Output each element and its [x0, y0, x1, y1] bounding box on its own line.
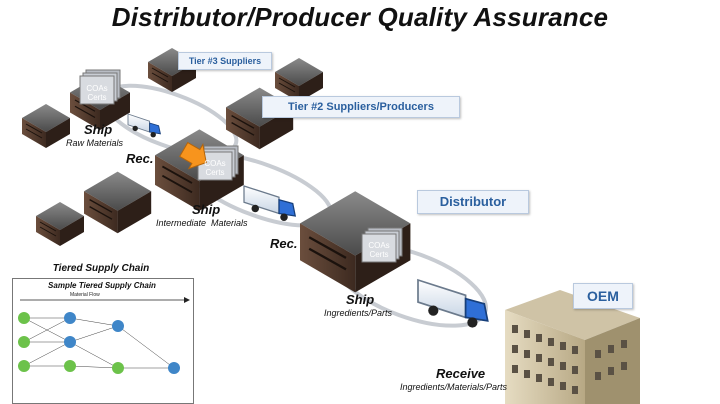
truck-2-icon: [243, 185, 297, 221]
label-ship-1: Ship: [84, 122, 113, 137]
coa-stack-distributor: [361, 227, 403, 263]
tag-oem: OEM: [573, 283, 633, 309]
inset-title: Tiered Supply Chain: [52, 263, 150, 274]
label-ship-2: Ship: [192, 202, 221, 217]
inset-node: [64, 360, 76, 372]
truck-1-icon: [127, 113, 161, 138]
tag-tier2: Tier #2 Suppliers/Producers: [262, 96, 460, 118]
tag-distributor: Distributor: [417, 190, 529, 214]
truck-3-icon: [417, 278, 489, 328]
oem-factory: [505, 290, 640, 404]
label-rec-2: Rec.: [270, 236, 298, 251]
inset-node: [18, 312, 30, 324]
warehouse-bg-a: [35, 201, 85, 247]
inset-material-flow-label: Material Flow: [70, 292, 100, 298]
inset-node: [18, 360, 30, 372]
inset-node: [64, 336, 76, 348]
inset-node: [64, 312, 76, 324]
page-title: Distributor/Producer Quality Assurance: [111, 2, 609, 32]
label-rec-1: Rec.: [126, 151, 154, 166]
inset-node: [112, 362, 124, 374]
inset-network: [18, 297, 190, 374]
inset-box: [12, 278, 194, 404]
inset-node: [112, 320, 124, 332]
label-ship-1-sub: Raw Materials: [66, 138, 124, 148]
warehouse-left-mid: [83, 170, 152, 234]
inset-node: [18, 336, 30, 348]
coa-stack-top: [79, 69, 121, 105]
tag-tier3: Tier #3 Suppliers: [178, 52, 272, 70]
label-ship-2-sub: Intermediate Materials: [156, 218, 248, 228]
label-receive-sub: Ingredients/Materials/Parts: [400, 382, 508, 392]
inset-subtitle: Sample Tiered Supply Chain: [48, 281, 156, 290]
label-receive: Receive: [436, 366, 486, 381]
warehouse-raw-a: [21, 103, 71, 149]
label-ship-3: Ship: [346, 292, 375, 307]
inset-node: [168, 362, 180, 374]
arrow-icon: [179, 141, 207, 170]
label-ship-3-sub: Ingredients/Parts: [324, 308, 393, 318]
